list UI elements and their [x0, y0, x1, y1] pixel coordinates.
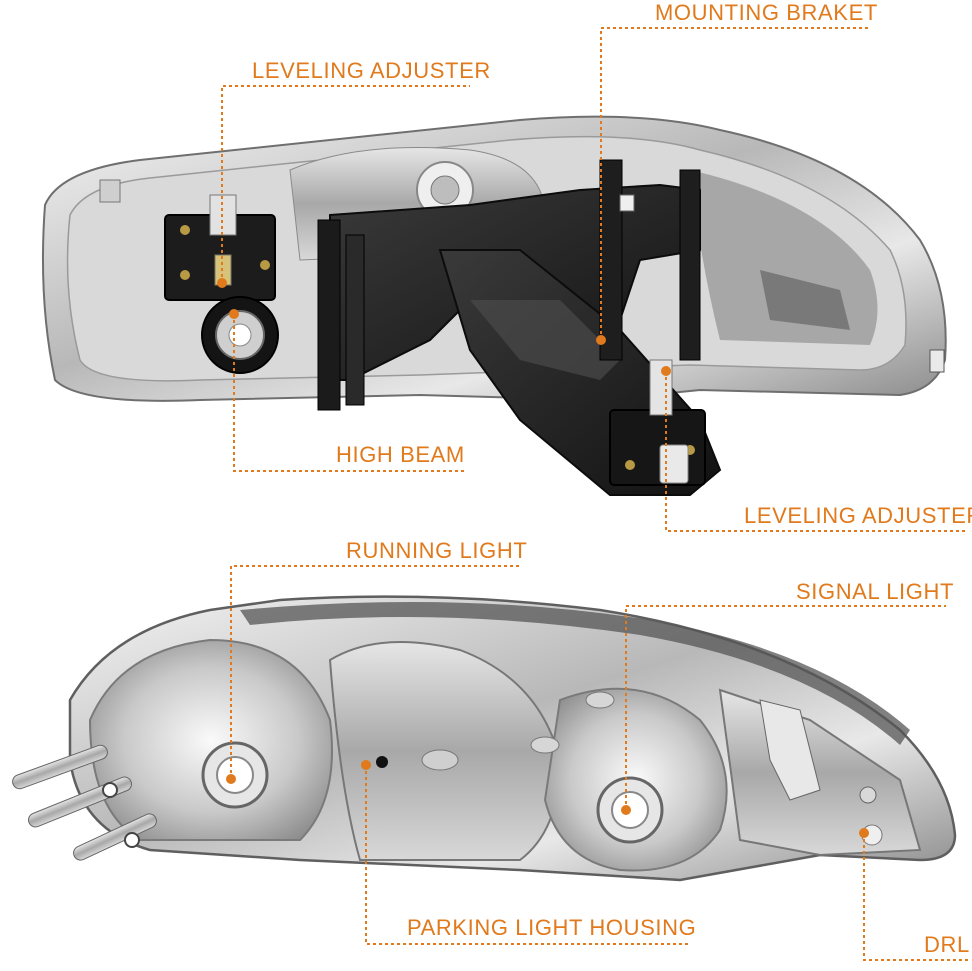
corner-light-assembly — [12, 595, 957, 882]
callout-dot-parking-light-housing — [361, 760, 371, 770]
callout-leaders — [221, 27, 968, 961]
callout-dot-drl — [859, 828, 869, 838]
label-signal-light: SIGNAL LIGHT — [796, 579, 954, 604]
label-running-light: RUNNING LIGHT — [346, 538, 528, 563]
callout-dot-high-beam — [229, 309, 239, 319]
callout-dot-leveling-adjuster-bottom — [661, 366, 671, 376]
label-leveling-adjuster-top: LEVELING ADJUSTER — [252, 58, 491, 83]
label-high-beam: HIGH BEAM — [336, 442, 465, 467]
callout-dot-leveling-adjuster-top — [217, 278, 227, 288]
label-leveling-adjuster-bottom: LEVELING ADJUSTER — [744, 503, 972, 528]
headlight-assembly — [41, 115, 947, 496]
callout-dot-mounting-braket — [596, 335, 606, 345]
label-drl: DRL — [924, 932, 970, 957]
callout-dot-signal-light — [621, 805, 631, 815]
label-parking-light-housing: PARKING LIGHT HOUSING — [407, 915, 697, 940]
label-mounting-braket: MOUNTING BRAKET — [655, 0, 878, 25]
callout-dot-running-light — [226, 774, 236, 784]
